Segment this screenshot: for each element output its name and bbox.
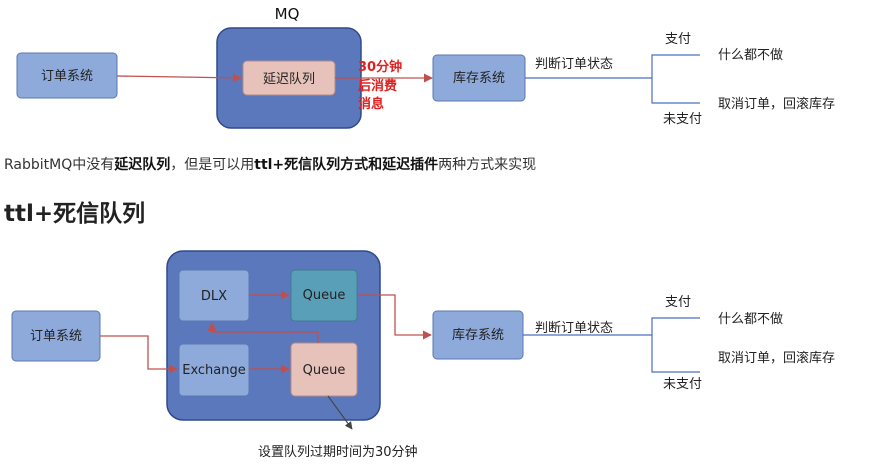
order-system-box-1 [16,52,118,99]
judge-label-1: 判断订单状态 [535,57,613,72]
paid-label-1: 支付 [665,32,691,47]
paid-label-2: 支付 [665,295,691,310]
paid-action-1: 什么都不做 [718,48,783,63]
description-part-3: 两种方式来实现 [438,157,537,173]
arrow-queue-to-dlx [207,322,319,343]
order-system-label-2: 订单系统 [30,329,82,344]
description-part-1: RabbitMQ中没有 [4,157,115,173]
paid-action-2: 什么都不做 [718,312,783,327]
queue-bottom-label: Queue [303,363,346,378]
ttl-note: 设置队列过期时间为30分钟 [258,444,418,460]
branch-bracket-1 [651,54,700,104]
unpaid-action-1: 取消订单，回滚库存 [718,96,835,112]
section-heading: ttl+死信队列 [4,201,146,227]
unpaid-action-2: 取消订单，回滚库存 [718,350,835,366]
unpaid-label-1: 未支付 [663,112,702,127]
exchange-box [178,343,250,397]
arrow-order-to-delay [116,73,242,83]
unpaid-label-2: 未支付 [663,377,702,392]
order-system-label-1: 订单系统 [41,69,93,84]
description-text: RabbitMQ中没有延迟队列，但是可以用ttl+死信队列方式和延迟插件两种方式… [4,154,536,174]
queue-bottom-box [290,342,358,397]
delay-queue-label: 延迟队列 [263,72,315,87]
delay-note-line-2: 后消费 [358,78,397,94]
description-part-2: ，但是可以用 [170,157,255,173]
delay-note-line-3: 消息 [358,96,384,112]
description-bold-1: 延迟队列 [114,157,171,173]
description-bold-2: ttl+死信队列方式和延迟插件 [254,157,439,173]
inventory-system-label-1: 库存系统 [453,70,505,86]
delay-note-line-1: 30分钟 [358,59,402,75]
inventory-system-label-2: 库存系统 [452,327,504,343]
arrow-queue-to-inventory [357,294,432,340]
branch-bracket-2 [651,317,700,373]
dlx-label: DLX [201,289,227,304]
queue-top-label: Queue [303,288,346,303]
arrow-order-to-exchange [100,335,178,374]
judge-label-2: 判断订单状态 [535,321,613,336]
ttl-note-pointer [327,395,353,430]
mq-title: MQ [275,5,300,23]
exchange-label: Exchange [182,363,246,378]
